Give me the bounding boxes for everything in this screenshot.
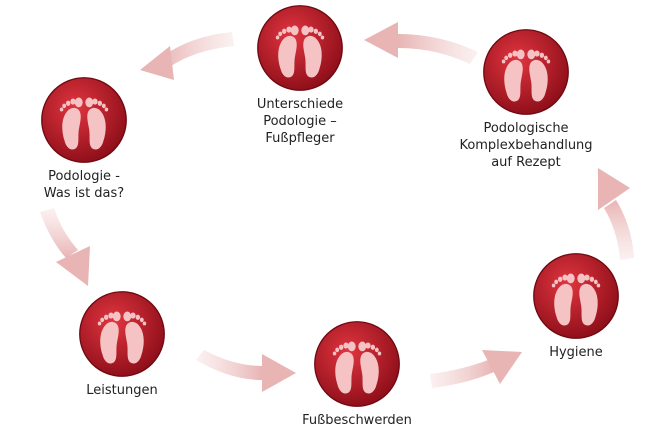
nav-item-label: Leistungen — [86, 383, 158, 398]
nav-item-label: Unterschiede Podologie – Fußpfleger — [256, 97, 344, 146]
nav-item-podologie[interactable]: Podologie - Was ist das? — [14, 76, 154, 202]
footprints-icon — [41, 77, 127, 163]
nav-item-label: Podologie - Was ist das? — [43, 169, 125, 201]
nav-item-leistungen[interactable]: Leistungen — [52, 290, 192, 399]
arrow-leistungen-to-fussbeschwerden — [196, 350, 296, 392]
nav-item-komplexbehandlung[interactable]: Podologische Komplexbehandlung auf Rezep… — [456, 28, 596, 171]
nav-item-label: Podologische Komplexbehandlung auf Rezep… — [459, 121, 593, 170]
arrow-hygiene-to-komplex — [598, 168, 634, 260]
footprints-icon — [533, 253, 619, 339]
arrow-fussbeschwerden-to-hygiene — [430, 350, 522, 388]
footprints-icon — [314, 321, 400, 407]
arrow-podologie-to-leistungen — [40, 208, 90, 286]
nav-item-label: Hygiene — [549, 345, 603, 360]
footprints-icon — [257, 5, 343, 91]
footprints-icon — [79, 291, 165, 377]
nav-item-hygiene[interactable]: Hygiene — [506, 252, 646, 361]
arrow-komplex-to-unterschiede — [364, 22, 478, 64]
arrow-unterschiede-to-podologie — [140, 32, 234, 80]
footprints-icon — [483, 29, 569, 115]
nav-item-unterschiede[interactable]: Unterschiede Podologie – Fußpfleger — [230, 4, 370, 147]
nav-item-label: Fußbeschwerden — [302, 413, 412, 428]
nav-item-fussbeschwerden[interactable]: Fußbeschwerden — [287, 320, 427, 429]
